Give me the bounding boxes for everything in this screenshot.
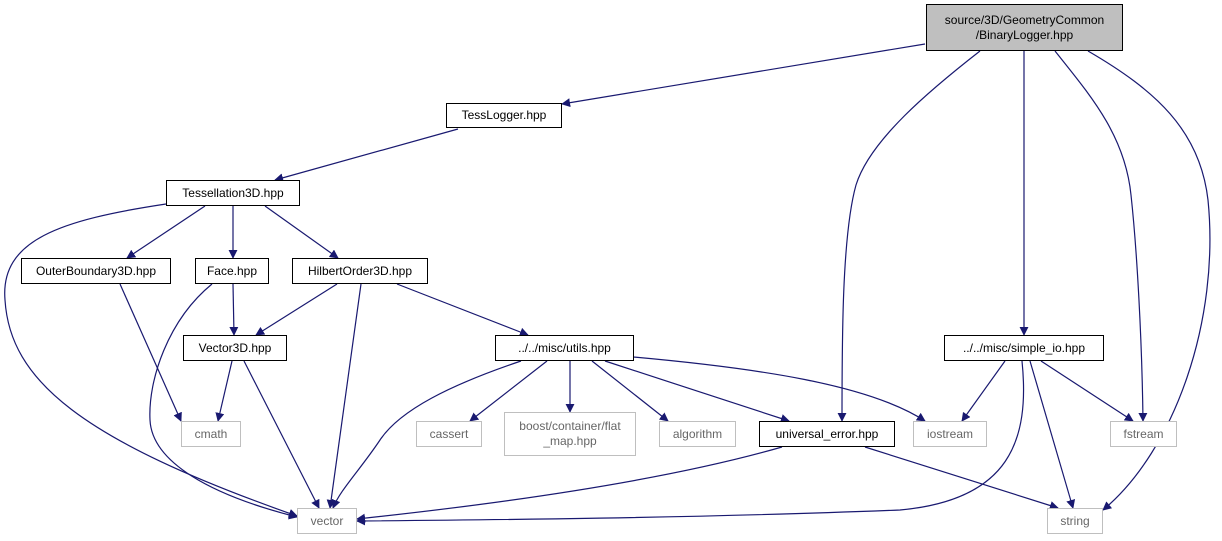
edge-tess3d-to-outer (126, 205, 206, 259)
edge-utils-to-iostream (621, 355, 926, 422)
node-iostream: iostream (913, 421, 987, 447)
edge-outer-to-cmath (119, 283, 182, 422)
node-vector: vector (297, 508, 357, 534)
edge-simpleio-to-vector (356, 360, 1025, 526)
edge-root-to-tesslogger (561, 43, 926, 108)
node-hilbertorder3d-hpp[interactable]: HilbertOrder3D.hpp (292, 258, 428, 284)
edge-hilbert-to-vector3d (255, 283, 338, 336)
node-universal-error-hpp[interactable]: universal_error.hpp (759, 421, 895, 447)
edge-simpleio-to-fstream (1040, 360, 1134, 422)
edge-vector3d-to-cmath (215, 360, 233, 422)
edge-root-to-fstream (1054, 50, 1148, 422)
edge-tesslogger-to-tess3d (274, 128, 459, 183)
node-cmath: cmath (181, 421, 241, 447)
edge-utils-to-cassert (469, 360, 548, 422)
edge-face-to-vector (149, 283, 298, 520)
node-string: string (1047, 508, 1103, 534)
node-misc-utils-hpp[interactable]: ../../misc/utils.hpp (495, 335, 634, 361)
edge-tess3d-to-hilbert (264, 205, 339, 259)
node-tesslogger-hpp[interactable]: TessLogger.hpp (446, 103, 562, 128)
edge-univerr-to-string (864, 446, 1059, 510)
edge-univerr-to-vector (356, 446, 783, 523)
edge-face-to-vector3d (229, 283, 239, 336)
edge-utils-to-vector (331, 360, 522, 509)
edge-simpleio-to-iostream (961, 360, 1006, 422)
edge-utils-to-algorithm (591, 360, 669, 422)
node-tessellation3d-hpp[interactable]: Tessellation3D.hpp (166, 180, 300, 206)
edge-vector3d-to-vector (243, 360, 320, 509)
node-binarylogger-hpp: source/3D/GeometryCommon /BinaryLogger.h… (926, 4, 1123, 51)
edge-hilbert-to-utils (396, 283, 529, 337)
node-boost-container-flat-map-hpp: boost/container/flat _map.hpp (504, 412, 636, 456)
edge-root-to-univerr (837, 50, 981, 422)
node-face-hpp[interactable]: Face.hpp (195, 258, 269, 284)
edge-simpleio-to-string (1029, 360, 1076, 509)
edge-hilbert-to-vector (326, 283, 362, 509)
node-outerboundary3d-hpp[interactable]: OuterBoundary3D.hpp (21, 258, 171, 284)
node-cassert: cassert (416, 421, 482, 447)
node-fstream: fstream (1110, 421, 1177, 447)
edge-tess3d-to-vector (4, 203, 298, 518)
node-misc-simple-io-hpp[interactable]: ../../misc/simple_io.hpp (944, 335, 1104, 361)
node-vector3d-hpp[interactable]: Vector3D.hpp (183, 335, 287, 361)
edge-utils-to-univerr (604, 360, 790, 423)
node-algorithm: algorithm (659, 421, 736, 447)
